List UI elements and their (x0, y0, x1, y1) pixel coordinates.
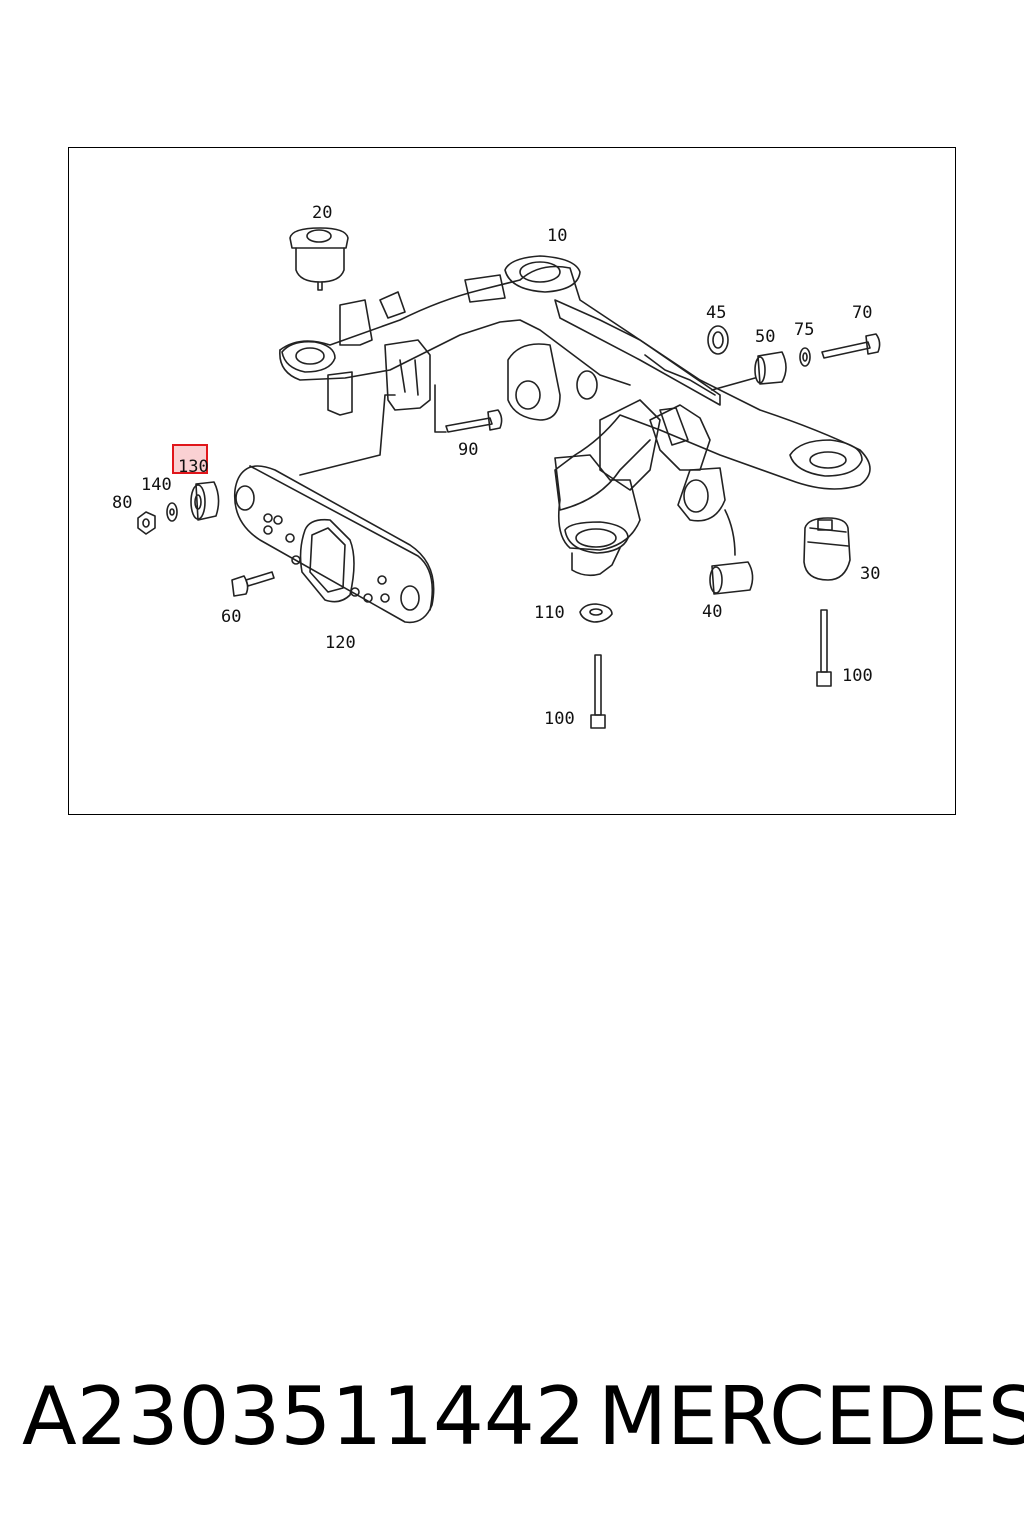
part-100-bolt-left (590, 654, 606, 729)
label-part-80: 80 (112, 493, 133, 513)
label-part-40: 40 (702, 602, 723, 622)
part-40-bushing (709, 509, 754, 595)
label-part-90: 90 (458, 440, 479, 460)
part-80-nut (137, 511, 156, 535)
part-60-bolt (231, 571, 275, 597)
brand-name: MERCEDES (598, 1370, 1024, 1463)
label-part-75: 75 (794, 320, 815, 340)
label-part-45: 45 (706, 303, 727, 323)
label-part-30: 30 (860, 564, 881, 584)
label-part-100-left: 100 (544, 709, 575, 729)
subframe-crossmember (279, 255, 871, 577)
part-140-washer (166, 502, 178, 522)
part-number: A2303511442 (22, 1370, 586, 1463)
part-20-mount (289, 227, 349, 291)
label-part-140: 140 (141, 475, 172, 495)
label-part-70: 70 (852, 303, 873, 323)
label-part-130: 130 (178, 457, 209, 477)
part-120-plate (233, 394, 435, 624)
diagram-frame (68, 147, 956, 815)
part-70-bolt (821, 333, 881, 359)
label-part-110: 110 (534, 603, 565, 623)
part-50-bushing (711, 351, 787, 391)
label-part-120: 120 (325, 633, 356, 653)
part-30-mount (803, 517, 851, 581)
part-75-washer (799, 347, 811, 367)
label-part-60: 60 (221, 607, 242, 627)
part-90-bolt (434, 384, 503, 433)
label-part-100-right: 100 (842, 666, 873, 686)
footer: A2303511442 MERCEDES (20, 1370, 1024, 1463)
part-130-bushing (190, 481, 220, 521)
part-110-buffer (579, 603, 613, 623)
part-45-ring (707, 325, 729, 355)
label-part-50: 50 (755, 327, 776, 347)
part-130-highlight-box (172, 444, 208, 474)
label-part-10: 10 (547, 226, 568, 246)
part-100-bolt-right (816, 609, 832, 687)
label-part-20: 20 (312, 203, 333, 223)
